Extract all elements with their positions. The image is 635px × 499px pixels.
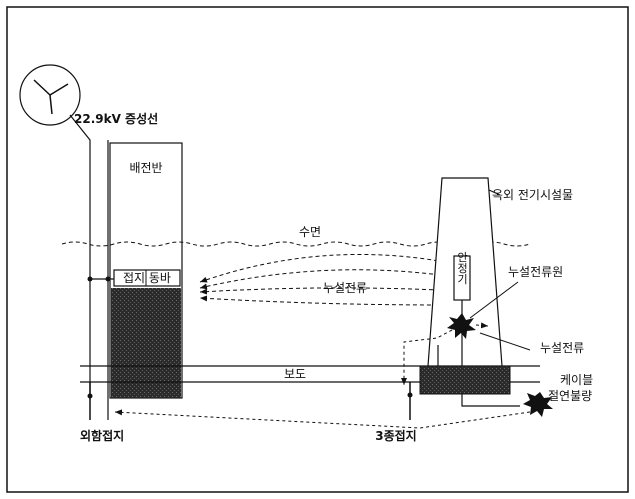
pole-footing	[419, 365, 511, 395]
outer-frame	[6, 6, 629, 493]
stabilizer-label: 안정기	[456, 251, 469, 284]
external-ground-label: 외함접지	[80, 428, 124, 443]
line-label: 22.9kV 증성선	[74, 111, 158, 126]
panel-base-hatch	[111, 288, 181, 398]
panel-label: 배전반	[129, 161, 162, 175]
return-leakage-path	[114, 409, 531, 429]
cable-label: 케이블	[560, 373, 593, 387]
leakage-source-label: 누설전류원	[508, 265, 563, 279]
outdoor-facility-label: 옥외 전기시설물	[492, 188, 573, 202]
water-label: 수면	[299, 225, 321, 239]
leakage-current-label-1: 누설전류	[323, 281, 367, 295]
leakage-source-star	[447, 313, 476, 339]
leakage-current-arcs	[199, 254, 446, 306]
leakage-path-to-ground	[401, 329, 453, 385]
transformer-symbol	[19, 64, 81, 126]
leakage-current-label-2: 누설전류	[540, 341, 584, 355]
cable-defect-star	[523, 392, 553, 417]
grounding-bar-label: 접지 동바	[123, 271, 171, 285]
third-class-ground-label: 3종접지	[375, 428, 416, 443]
insulation-defect-label: 절연불량	[548, 389, 592, 403]
neutral-conductor	[69, 114, 91, 400]
grounding-bar	[113, 269, 181, 287]
sidewalk-label: 보도	[284, 367, 306, 381]
